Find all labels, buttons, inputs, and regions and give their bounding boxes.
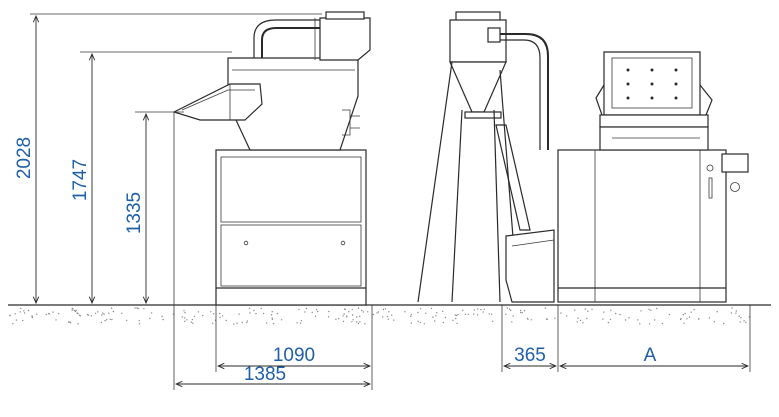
feed-hopper [172, 83, 263, 121]
dim-label-1747: 1747 [70, 159, 91, 201]
dim-label-1385: 1385 [244, 364, 286, 385]
dim-label-1090: 1090 [273, 345, 315, 366]
cyclone-separator [417, 11, 555, 303]
horizontal-dimensions [173, 112, 751, 390]
control-cabinet [557, 51, 749, 303]
granulator-base [215, 149, 367, 306]
dim-label-365: 365 [514, 345, 546, 366]
dim-label-a: A [644, 345, 657, 366]
ground [8, 304, 771, 325]
cyclone-top [319, 17, 371, 61]
dim-label-1335: 1335 [124, 192, 145, 234]
dim-label-2028: 2028 [14, 137, 35, 179]
vertical-dimensions [30, 13, 322, 303]
granulator-machine [172, 11, 371, 306]
